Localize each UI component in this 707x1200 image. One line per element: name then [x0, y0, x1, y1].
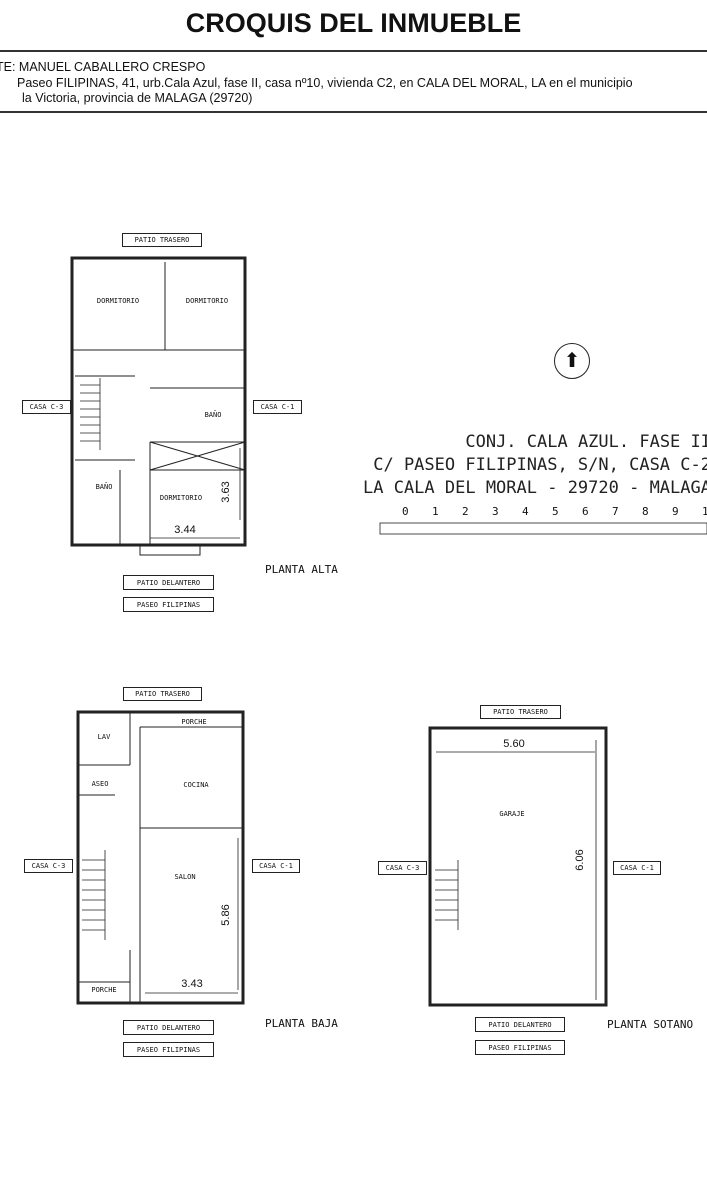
room-label: DORMITORIO	[185, 297, 229, 305]
room-label: SALON	[174, 873, 196, 881]
plan-name: PLANTA SOTANO	[607, 1018, 694, 1031]
scale-tick-label: 5	[552, 505, 559, 518]
dimension: 5.86	[220, 904, 232, 926]
patio-delantero-label: PATIO DELANTERO	[123, 1020, 214, 1035]
scale-tick-label: 3	[492, 505, 499, 518]
neighbor-label: CASA C-1	[253, 400, 302, 414]
scale-tick-label: 1	[432, 505, 439, 518]
street-label: PASEO FILIPINAS	[123, 1042, 214, 1057]
project-line-3: LA CALA DEL MORAL - 29720 - MALAGA	[363, 478, 707, 498]
room-label: DORMITORIO	[159, 494, 203, 502]
neighbor-label: CASA C-3	[378, 861, 427, 875]
street-label: PASEO FILIPINAS	[123, 597, 214, 612]
dimension: 3.43	[181, 978, 203, 990]
scale-tick-label: 4	[522, 505, 529, 518]
room-label: LAV	[97, 733, 111, 741]
scale-tick-label: 6	[582, 505, 589, 518]
room-label: BAÑO	[204, 411, 222, 419]
room-label: ASEO	[91, 780, 109, 788]
neighbor-label: CASA C-3	[22, 400, 71, 414]
plan-name: PLANTA BAJA	[265, 1017, 338, 1030]
street-label: PASEO FILIPINAS	[475, 1040, 565, 1055]
patio-trasero-label: PATIO TRASERO	[122, 233, 202, 247]
divider	[0, 50, 707, 52]
neighbor-label: CASA C-1	[252, 859, 300, 873]
scale-tick-label: 2	[462, 505, 469, 518]
scale-tick-label: 9	[672, 505, 679, 518]
address-line-2: la Victoria, provincia de MALAGA (29720)	[22, 91, 253, 105]
scale-tick-label: 0	[402, 505, 409, 518]
dimension: 3.44	[174, 524, 196, 536]
neighbor-label: CASA C-1	[613, 861, 661, 875]
scale-tick-label: 8	[642, 505, 649, 518]
room-label: PORCHE	[91, 986, 117, 994]
patio-trasero-label: PATIO TRASERO	[480, 705, 561, 719]
scale-tick-label: 10	[702, 505, 707, 518]
patio-trasero-label: PATIO TRASERO	[123, 687, 202, 701]
room-label: COCINA	[183, 781, 209, 789]
scale-tick-label: 7	[612, 505, 619, 518]
room-label: BAÑO	[95, 483, 113, 491]
room-label: DORMITORIO	[96, 297, 140, 305]
dimension: 6.06	[574, 849, 586, 871]
divider	[0, 111, 707, 113]
north-arrow-icon: ⬆	[554, 343, 590, 379]
page-title: CROQUIS DEL INMUEBLE	[185, 8, 522, 38]
neighbor-label: CASA C-3	[24, 859, 73, 873]
project-line-1: CONJ. CALA AZUL. FASE II	[465, 432, 707, 452]
patio-delantero-label: PATIO DELANTERO	[123, 575, 214, 590]
plan-name: PLANTA ALTA	[265, 563, 338, 576]
room-label: PORCHE	[181, 718, 207, 726]
owner-line: TE: MANUEL CABALLERO CRESPO	[0, 60, 206, 74]
address-line-1: Paseo FILIPINAS, 41, urb.Cala Azul, fase…	[17, 76, 633, 90]
patio-delantero-label: PATIO DELANTERO	[475, 1017, 565, 1032]
dimension: 3.63	[220, 481, 232, 503]
room-label: GARAJE	[499, 810, 525, 818]
project-line-2: C/ PASEO FILIPINAS, S/N, CASA C-2	[373, 455, 707, 475]
dimension: 5.60	[503, 738, 525, 750]
